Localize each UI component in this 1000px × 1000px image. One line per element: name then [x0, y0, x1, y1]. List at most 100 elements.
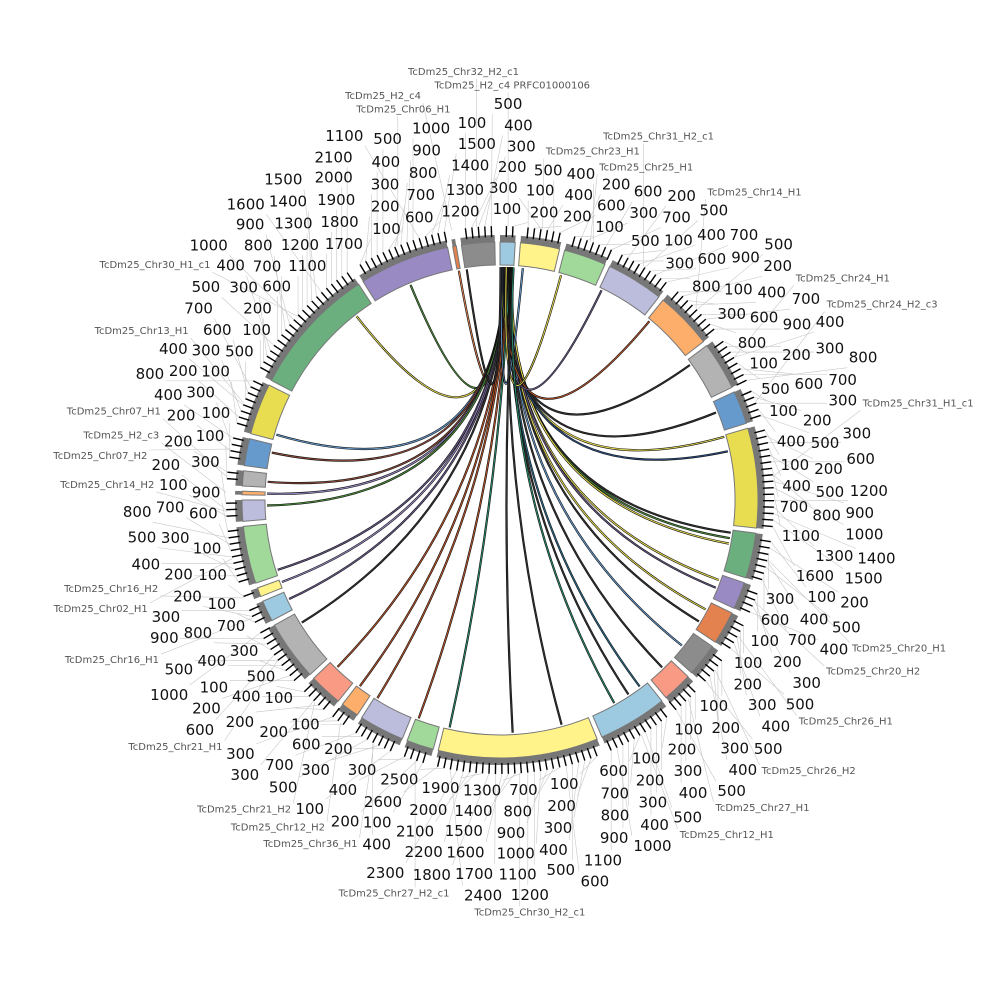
sector-band[interactable]: [241, 499, 267, 522]
leader-line: [325, 750, 391, 800]
sector[interactable]: [673, 632, 723, 682]
sector-band[interactable]: [647, 299, 705, 357]
sector[interactable]: [687, 340, 747, 398]
tick-label: 700: [788, 631, 817, 649]
sector[interactable]: [599, 254, 667, 316]
sector[interactable]: [359, 231, 453, 302]
sector-band[interactable]: [241, 490, 266, 496]
sector[interactable]: [725, 426, 775, 529]
tick-label: 400: [640, 816, 669, 834]
leader-line: [713, 671, 720, 739]
sector-band[interactable]: [341, 685, 371, 716]
sector[interactable]: [436, 717, 600, 774]
tick-mark: [266, 637, 277, 645]
sector-band[interactable]: [499, 241, 516, 266]
sector-band[interactable]: [406, 718, 440, 750]
sector-band[interactable]: [243, 438, 273, 470]
sector-band[interactable]: [712, 574, 745, 609]
sector-band[interactable]: [460, 241, 496, 269]
sector-band[interactable]: [452, 245, 461, 270]
sector-band[interactable]: [723, 529, 757, 579]
tick-label: 700: [156, 498, 185, 516]
sector-band[interactable]: [273, 613, 328, 676]
sector-band[interactable]: [362, 246, 453, 302]
sector[interactable]: [226, 499, 267, 522]
tick-mark: [403, 746, 409, 758]
sector-band[interactable]: [437, 717, 598, 759]
sector[interactable]: [403, 718, 440, 764]
tick-mark: [232, 437, 244, 442]
sector-label: TcDm25_Chr24_H1: [795, 273, 890, 284]
tick-mark: [741, 390, 752, 397]
sector-axis: [265, 278, 359, 381]
sector[interactable]: [259, 272, 372, 392]
sector[interactable]: [229, 436, 273, 470]
sector-axis: [564, 243, 608, 265]
sector[interactable]: [592, 682, 668, 751]
leader-line: [406, 160, 412, 243]
leader-line: [770, 455, 815, 483]
sector[interactable]: [451, 238, 461, 270]
link: [510, 267, 731, 540]
sector-label: TcDm25_H2_c4 PRFC01000106: [433, 81, 590, 92]
sector-axis: [747, 426, 765, 529]
leader-line: [772, 410, 861, 477]
sector[interactable]: [260, 613, 328, 682]
tick-label: 600: [189, 505, 218, 523]
sector[interactable]: [460, 226, 496, 269]
sector[interactable]: [227, 523, 279, 586]
tick-label: 1600: [796, 567, 834, 585]
sector-label: TcDm25_Chr26_H2: [761, 766, 856, 777]
sector-band[interactable]: [725, 427, 759, 529]
leader-line: [149, 558, 233, 604]
sector-band[interactable]: [262, 591, 293, 622]
tick-label: 600: [846, 450, 875, 468]
sector[interactable]: [650, 660, 696, 711]
tick-mark: [475, 761, 478, 774]
sector-axis: [268, 625, 311, 680]
tick-mark: [701, 323, 711, 332]
sector[interactable]: [332, 685, 371, 726]
sector[interactable]: [499, 226, 516, 266]
tick-mark: [409, 748, 415, 760]
sector-band[interactable]: [687, 344, 733, 398]
sector[interactable]: [712, 389, 761, 431]
tick-label: 800: [692, 277, 721, 295]
sector-band[interactable]: [241, 470, 268, 488]
sector[interactable]: [518, 227, 562, 272]
leader-line: [419, 767, 444, 770]
sector[interactable]: [226, 469, 268, 488]
sector-label: TcDm25_Chr13_H1: [94, 326, 189, 337]
tick-label: 1500: [844, 570, 882, 588]
sector-band[interactable]: [250, 384, 291, 441]
sector[interactable]: [235, 490, 266, 496]
sector[interactable]: [243, 579, 283, 600]
sector[interactable]: [558, 236, 613, 286]
sector[interactable]: [303, 661, 354, 710]
tick-mark: [654, 711, 663, 722]
tick-mark: [762, 512, 774, 515]
sector[interactable]: [723, 529, 771, 581]
sector-band[interactable]: [712, 391, 747, 431]
sector-band[interactable]: [695, 602, 733, 643]
sector[interactable]: [355, 697, 412, 752]
tick-label: 400: [777, 433, 806, 451]
sector[interactable]: [236, 380, 291, 441]
tick-label: 500: [225, 342, 254, 360]
sectors-layer: [226, 226, 775, 774]
sector-band[interactable]: [673, 632, 714, 674]
sector-band[interactable]: [558, 249, 606, 286]
sector[interactable]: [695, 602, 744, 649]
sector-band[interactable]: [270, 283, 372, 392]
sector-band[interactable]: [360, 697, 412, 740]
sector[interactable]: [647, 291, 715, 357]
sector-band[interactable]: [256, 579, 283, 598]
sector-band[interactable]: [242, 523, 279, 584]
sector[interactable]: [712, 574, 758, 613]
sector-band[interactable]: [518, 242, 561, 272]
leader-line: [733, 331, 815, 358]
sector-band[interactable]: [312, 661, 354, 702]
sector[interactable]: [249, 591, 293, 624]
sector-band[interactable]: [650, 660, 689, 699]
sector-band[interactable]: [599, 265, 660, 316]
